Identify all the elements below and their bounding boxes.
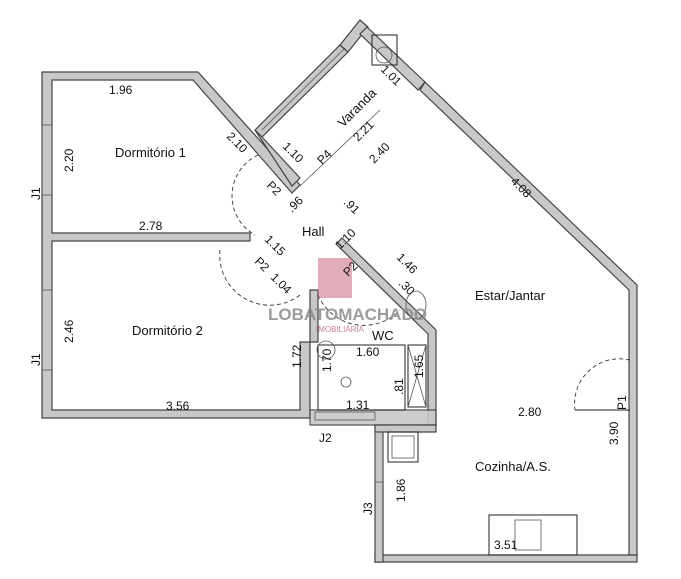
label-j1-bottom: J1 bbox=[29, 353, 43, 366]
watermark-sub: IMOBILIÁRIA bbox=[316, 325, 365, 334]
label-j2: J2 bbox=[319, 431, 332, 445]
room-wc: WC bbox=[372, 328, 394, 343]
dim: 1.70 bbox=[320, 348, 334, 372]
dim: 1.72 bbox=[290, 344, 304, 368]
dim: .96 bbox=[284, 193, 306, 215]
dim: 1.65 bbox=[412, 354, 426, 378]
room-dormitorio-2: Dormitório 2 bbox=[132, 323, 203, 338]
dim: .81 bbox=[392, 378, 406, 395]
dim: 3.51 bbox=[494, 538, 518, 552]
room-dormitorio-1: Dormitório 1 bbox=[115, 145, 186, 160]
dim: 1.04 bbox=[268, 270, 295, 297]
dim: .91 bbox=[341, 195, 363, 217]
watermark-brand: LOBATOMACHADO bbox=[268, 305, 427, 324]
label-p1: P1 bbox=[615, 395, 629, 410]
dim: 1.96 bbox=[109, 83, 133, 97]
room-cozinha: Cozinha/A.S. bbox=[475, 459, 551, 474]
dim: 1.10 bbox=[332, 225, 359, 252]
room-estar-jantar: Estar/Jantar bbox=[475, 288, 546, 303]
room-varanda: Varanda bbox=[335, 85, 380, 130]
dim: 2.80 bbox=[518, 405, 542, 419]
label-p4: P4 bbox=[314, 147, 335, 168]
label-j3: J3 bbox=[361, 502, 375, 515]
dim: 2.40 bbox=[366, 139, 393, 166]
label-p2-dorm2: P2 bbox=[252, 254, 273, 275]
dim: 2.46 bbox=[62, 319, 76, 343]
dim: 2.21 bbox=[350, 117, 377, 144]
watermark-logo: LOBATOMACHADO IMOBILIÁRIA bbox=[268, 258, 427, 334]
dim: 3.90 bbox=[607, 421, 621, 445]
dim: 1.60 bbox=[356, 345, 380, 359]
dim: 1.46 bbox=[394, 250, 421, 277]
dim: 2.20 bbox=[62, 148, 76, 172]
label-j1-top: J1 bbox=[29, 187, 43, 200]
dim: 3.56 bbox=[166, 399, 190, 413]
dim: 2.78 bbox=[139, 219, 163, 233]
room-hall: Hall bbox=[302, 224, 325, 239]
fixtures bbox=[41, 34, 631, 556]
dim: 1.31 bbox=[346, 398, 370, 412]
dimension-labels: 1.96 2.20 2.10 2.78 1.10 1.01 2.21 2.40 … bbox=[62, 62, 621, 552]
dim: 1.15 bbox=[262, 232, 289, 259]
dim: 1.86 bbox=[394, 478, 408, 502]
